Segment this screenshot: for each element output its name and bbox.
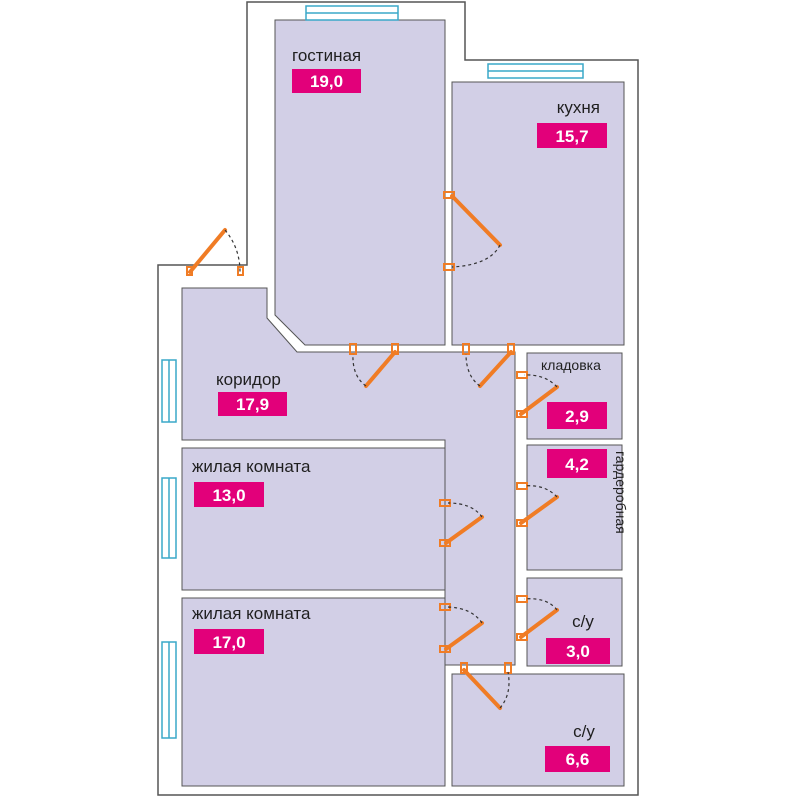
room-label-bathroom-1: с/у 3,0 (546, 612, 610, 664)
window-bedroom-1 (161, 477, 177, 559)
room-label-corridor: коридор 17,9 (216, 370, 287, 416)
room-area: 19,0 (310, 72, 343, 91)
room-name: гардеробная (613, 451, 629, 534)
room-area: 17,9 (236, 395, 269, 414)
room-area: 3,0 (566, 642, 590, 661)
room-area: 17,0 (212, 633, 245, 652)
door-bedroom-1 (439, 499, 484, 547)
door-bathroom-2 (460, 662, 512, 710)
room-floor-corridor (181, 287, 516, 666)
room-floor-bedroom-2 (181, 597, 446, 787)
room-name: кладовка (541, 357, 601, 373)
area-badge (545, 746, 610, 772)
area-badge (537, 123, 607, 148)
area-badge (194, 482, 264, 507)
room-floor-kitchen (451, 81, 625, 346)
area-badge (546, 638, 610, 664)
room-floor-bedroom-1 (181, 447, 446, 591)
room-area: 15,7 (555, 127, 588, 146)
room-label-kitchen: кухня 15,7 (537, 98, 607, 148)
room-name: кухня (557, 98, 600, 117)
room-name: с/у (572, 612, 594, 631)
window-living (305, 5, 399, 21)
door-living-kitchen (443, 191, 502, 271)
area-badge (218, 392, 287, 416)
room-label-living: гостиная 19,0 (292, 46, 361, 93)
area-badge (547, 449, 607, 478)
window-bedroom-2 (161, 641, 177, 739)
room-area: 4,2 (565, 455, 589, 474)
door-entrance (186, 228, 244, 276)
room-label-bedroom-2: жилая комната 17,0 (192, 604, 311, 654)
door-storage (516, 371, 559, 418)
room-name: гостиная (292, 46, 361, 65)
door-wardrobe (516, 482, 559, 527)
area-badge (194, 629, 264, 654)
room-label-wardrobe: гардеробная 4,2 (547, 449, 629, 534)
room-label-bathroom-2: с/у 6,6 (545, 722, 610, 772)
room-name: коридор (216, 370, 281, 389)
room-name: жилая комната (192, 604, 311, 623)
room-area: 13,0 (212, 486, 245, 505)
door-bedroom-2 (439, 603, 484, 653)
window-kitchen (487, 63, 584, 79)
area-badge (547, 402, 607, 429)
room-area: 2,9 (565, 407, 589, 426)
door-living (349, 343, 399, 388)
room-name: жилая комната (192, 457, 311, 476)
room-floor-living (274, 19, 446, 346)
room-name: с/у (573, 722, 595, 741)
window-corridor (161, 359, 177, 423)
area-badge (292, 69, 361, 93)
door-kitchen (462, 343, 515, 388)
room-label-bedroom-1: жилая комната 13,0 (192, 457, 311, 507)
room-label-storage: кладовка 2,9 (541, 357, 607, 429)
room-area: 6,6 (566, 750, 590, 769)
door-bathroom-1 (516, 595, 559, 641)
